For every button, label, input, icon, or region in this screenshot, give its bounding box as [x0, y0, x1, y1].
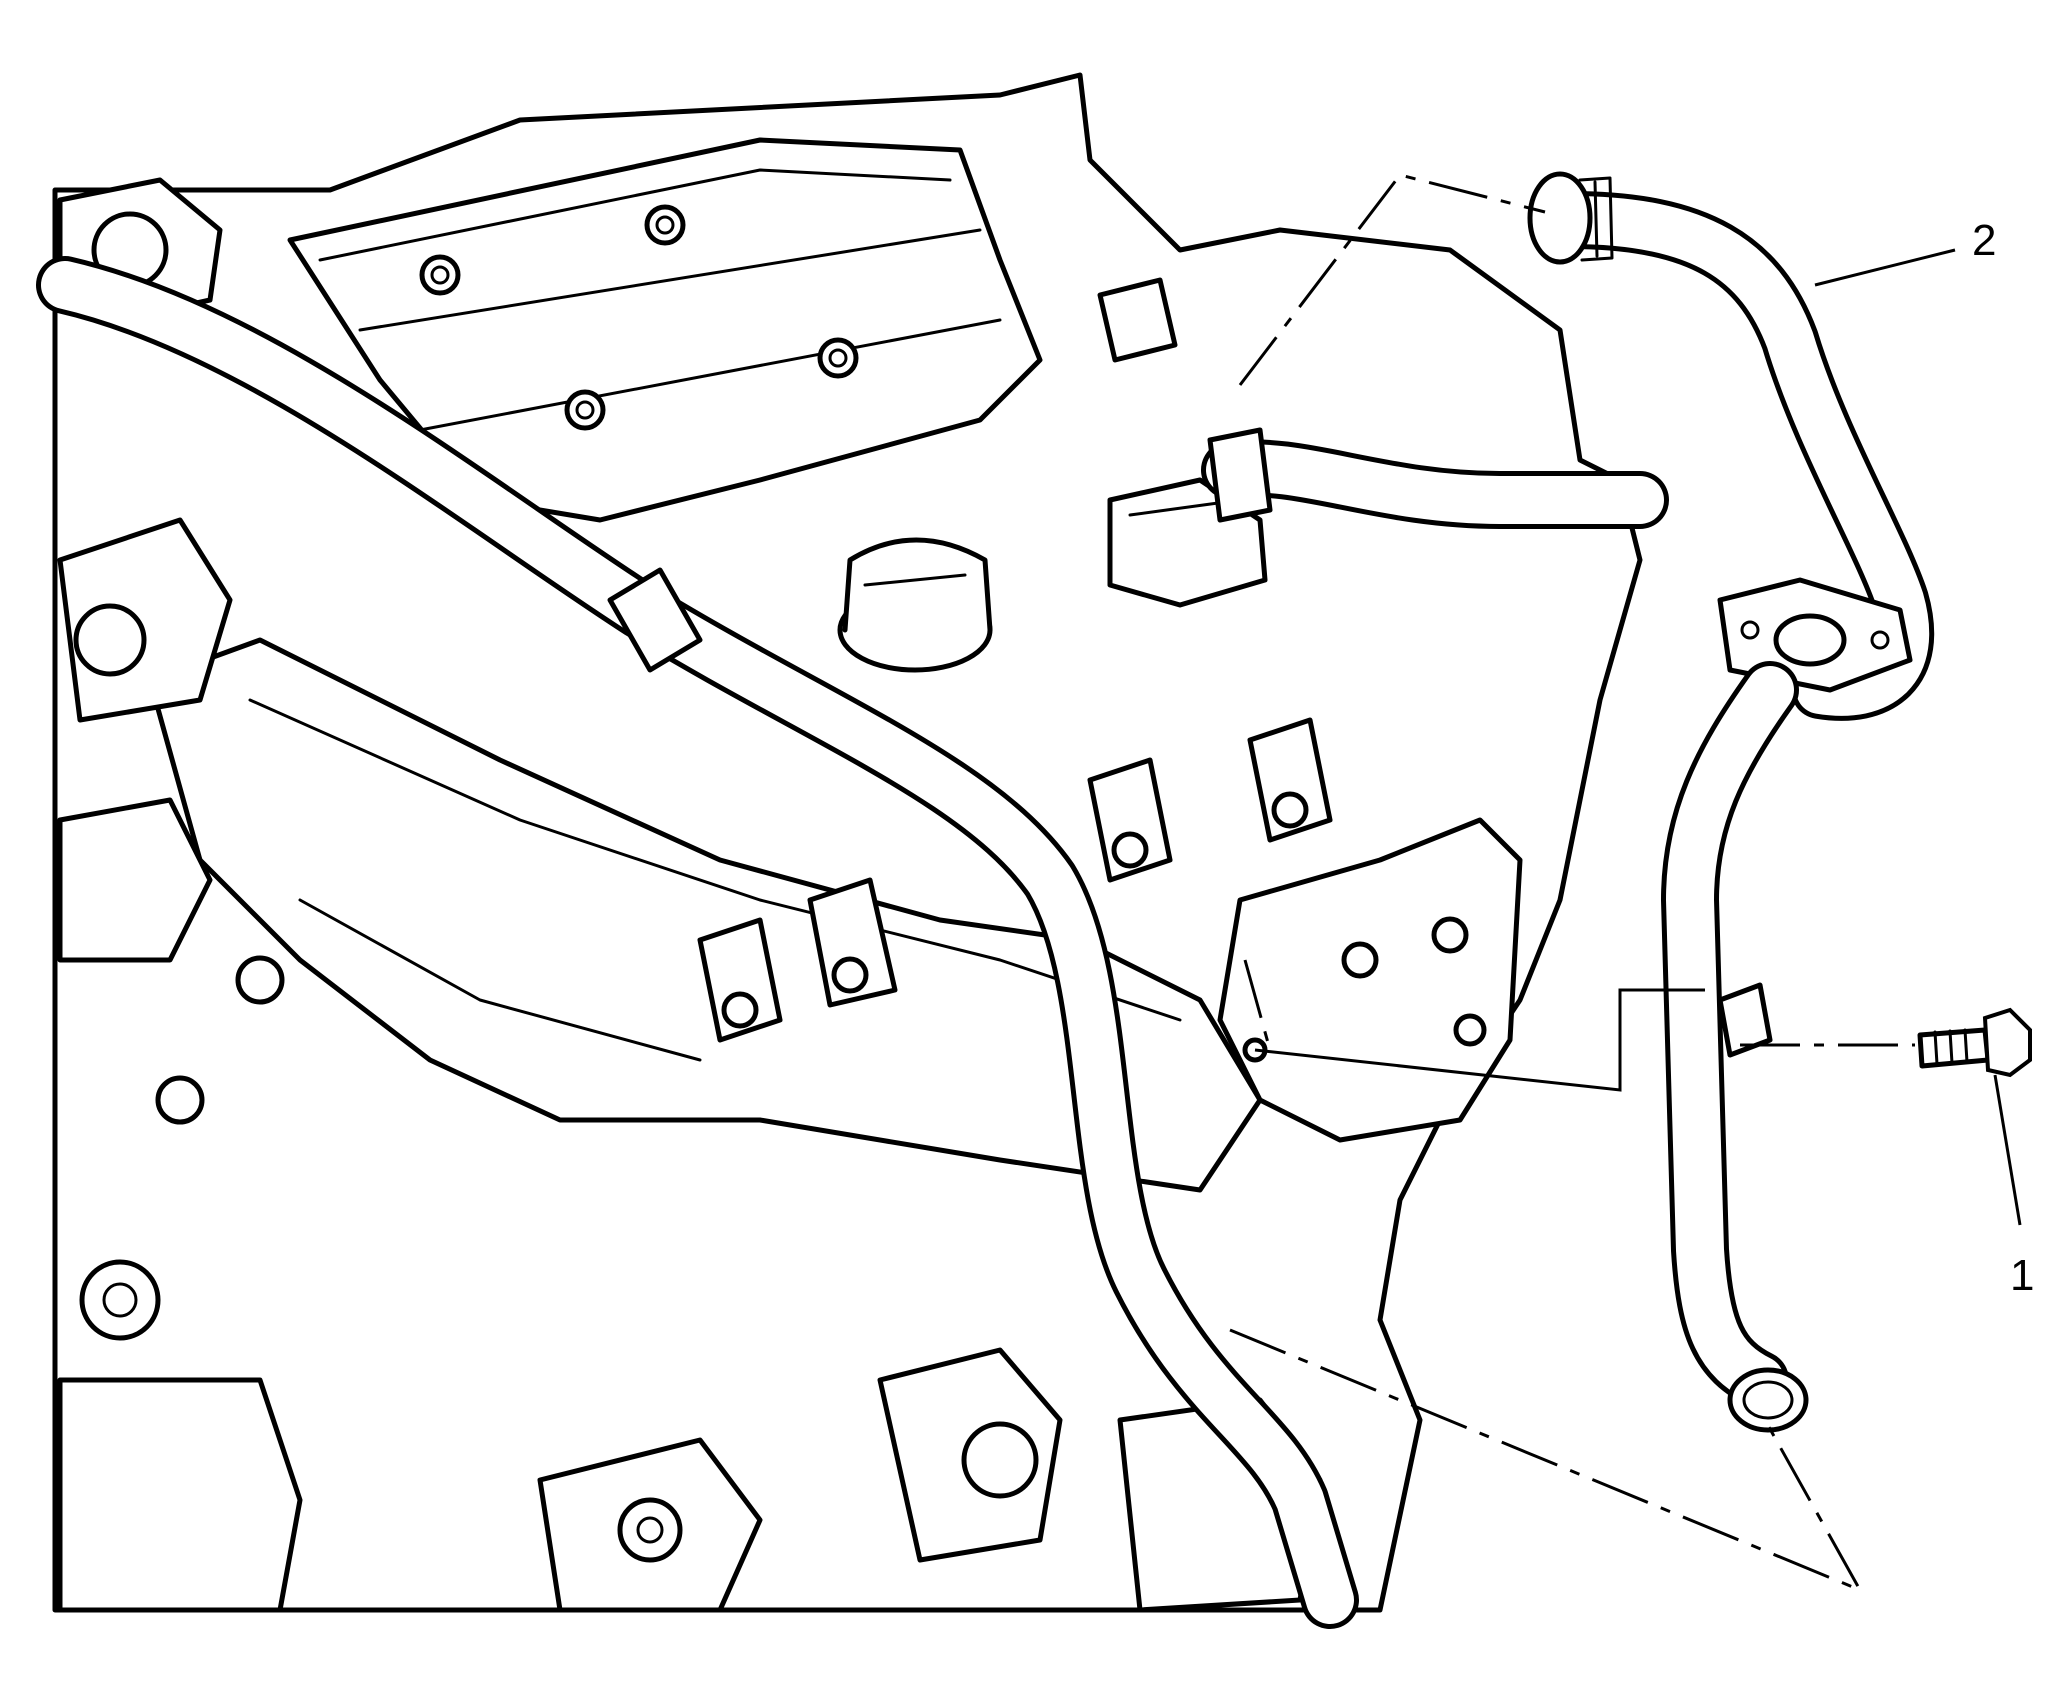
coolant-hose: [36, 256, 1359, 1629]
oil-filler-cap: [837, 537, 993, 673]
callout-2-label: 2: [1972, 216, 1996, 265]
bolt: [1917, 1007, 2032, 1078]
engine-assembly: [52, 72, 1643, 1613]
callout-2: 2: [1814, 216, 1996, 287]
callout-2-leader: [1814, 248, 1956, 287]
coil-brackets: [697, 717, 1333, 1043]
valve-cover-bolts: [419, 204, 859, 431]
pipe-assembly: [1527, 171, 1935, 1433]
callout-1-leader: [1993, 1074, 2022, 1226]
pipe-lower-fitting: [1727, 1367, 1809, 1433]
alignment-lines: [1229, 173, 1915, 1594]
pcv-hose: [1097, 277, 1669, 529]
callout-1-label: 1: [2010, 1251, 2034, 1300]
exhaust-manifold: [1217, 817, 1523, 1143]
callout-1: 1: [1993, 1074, 2034, 1300]
pipe-upper-fitting: [1527, 171, 1614, 265]
